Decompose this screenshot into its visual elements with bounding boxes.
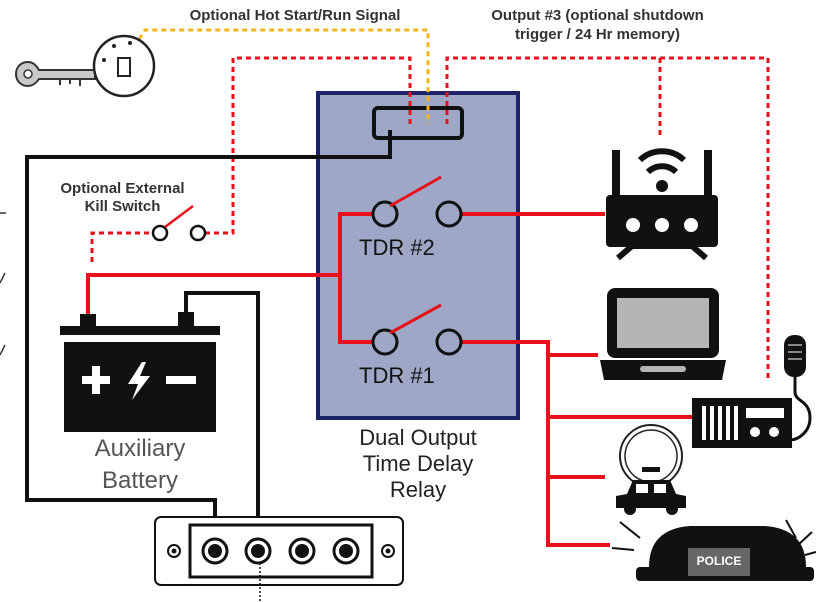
relay-box [316,91,520,420]
bus-bar-icon [154,516,404,602]
radio-icon [692,398,792,448]
ground-wires [25,130,392,550]
laptop-icon [600,288,726,380]
microphone-icon [784,335,812,442]
power-wires [86,212,692,547]
router-icon [606,148,718,261]
relay-label-line2: Time Delay [362,451,474,476]
light-bar-icon [611,519,816,581]
relay-terminals [371,200,463,356]
battery-label-line1: Auxiliary [94,435,186,462]
dotted-red-wires [90,56,770,380]
police-car-icon [616,424,686,515]
battery-label-line2: Battery [101,467,179,494]
battery-icon [60,312,220,432]
output3-label-line1: Output #3 (optional shutdown [491,7,704,24]
edge-marks [0,212,6,356]
output3-label-line2: trigger / 24 Hr memory) [514,26,681,43]
hot-start-label: Optional Hot Start/Run Signal [189,7,401,24]
key-icon [14,60,96,88]
ignition-icon [92,34,156,98]
tdr2-label: TDR #2 [359,235,435,260]
tdr1-label: TDR #1 [359,363,435,388]
kill-switch-label-line2: Kill Switch [84,198,161,215]
relay-label-line3: Relay [389,477,447,502]
relay-connector [372,106,464,140]
kill-switch-label-line1: Optional External [60,180,185,197]
kill-switch [151,205,207,242]
police-label: POLICE [696,554,742,568]
relay-switch-arms [389,175,442,335]
relay-label-line1: Dual Output [359,425,477,450]
